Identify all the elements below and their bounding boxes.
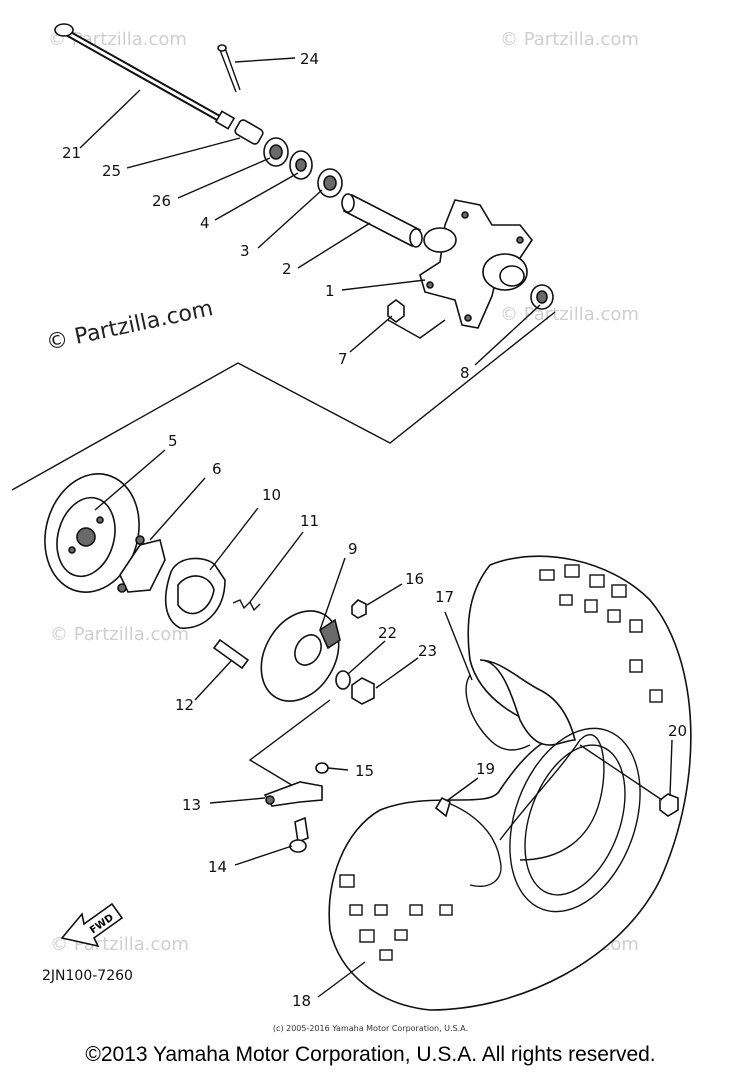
callout-3: 3 [240,242,250,260]
callout-20: 20 [668,722,687,740]
callout-22: 22 [378,624,397,642]
leader-lines [79,57,673,998]
callout-12: 12 [175,696,194,714]
cam-shaft [212,638,250,670]
fwd-indicator: FWD [60,902,124,948]
collar [234,119,264,145]
callout-19: 19 [476,760,495,778]
nut-20 [659,793,679,817]
callout-23: 23 [418,642,437,660]
callout-24: 24 [300,50,319,68]
watermark: © Partzilla.com [500,29,639,50]
axle-assembly [54,23,554,339]
axle-head [54,23,74,37]
callout-26: 26 [152,192,171,210]
nut-23 [351,677,375,705]
cotter-pin [219,47,241,93]
brake-lever [263,781,323,807]
rim-inner [439,799,502,887]
callout-13: 13 [182,796,201,814]
copyright-notice: ©2013 Yamaha Motor Corporation, U.S.A. A… [85,1043,656,1066]
spacer [342,193,422,248]
callout-18: 18 [292,992,311,1010]
callout-6: 6 [212,460,222,478]
fwd-arrow-icon [60,902,124,948]
callout-14: 14 [208,858,227,876]
callout-labels: 24 21 25 26 4 3 2 1 7 8 5 6 10 11 9 16 1… [62,50,687,1010]
watermark: © Partzilla.com [50,624,189,645]
bolt-14 [294,816,309,844]
callout-15: 15 [355,762,374,780]
plate [119,539,166,593]
washer [335,670,351,690]
callout-5: 5 [168,432,178,450]
valve [434,796,451,818]
callout-25: 25 [102,162,121,180]
callout-7: 7 [338,350,348,368]
callout-17: 17 [435,588,454,606]
diagram-code: 2JN100-7260 [42,968,133,984]
assembly-guide-lines [11,311,556,791]
callout-21: 21 [62,144,81,162]
brake-assembly [44,473,375,853]
spring [232,599,261,612]
callout-8: 8 [460,364,470,382]
copyright-small: (c) 2005-2016 Yamaha Motor Corporation, … [272,1024,469,1033]
callout-10: 10 [262,486,281,504]
rim-outer [479,659,577,746]
watermark-main: © Partzilla.com [44,296,215,356]
callout-9: 9 [348,540,358,558]
callout-2: 2 [282,260,292,278]
callout-16: 16 [405,570,424,588]
nut-15 [315,762,329,774]
callout-4: 4 [200,214,210,232]
bolt-16 [351,599,367,619]
nut-7 [387,299,405,323]
tire-wheel [328,555,692,1011]
callout-1: 1 [325,282,335,300]
callout-11: 11 [300,512,319,530]
